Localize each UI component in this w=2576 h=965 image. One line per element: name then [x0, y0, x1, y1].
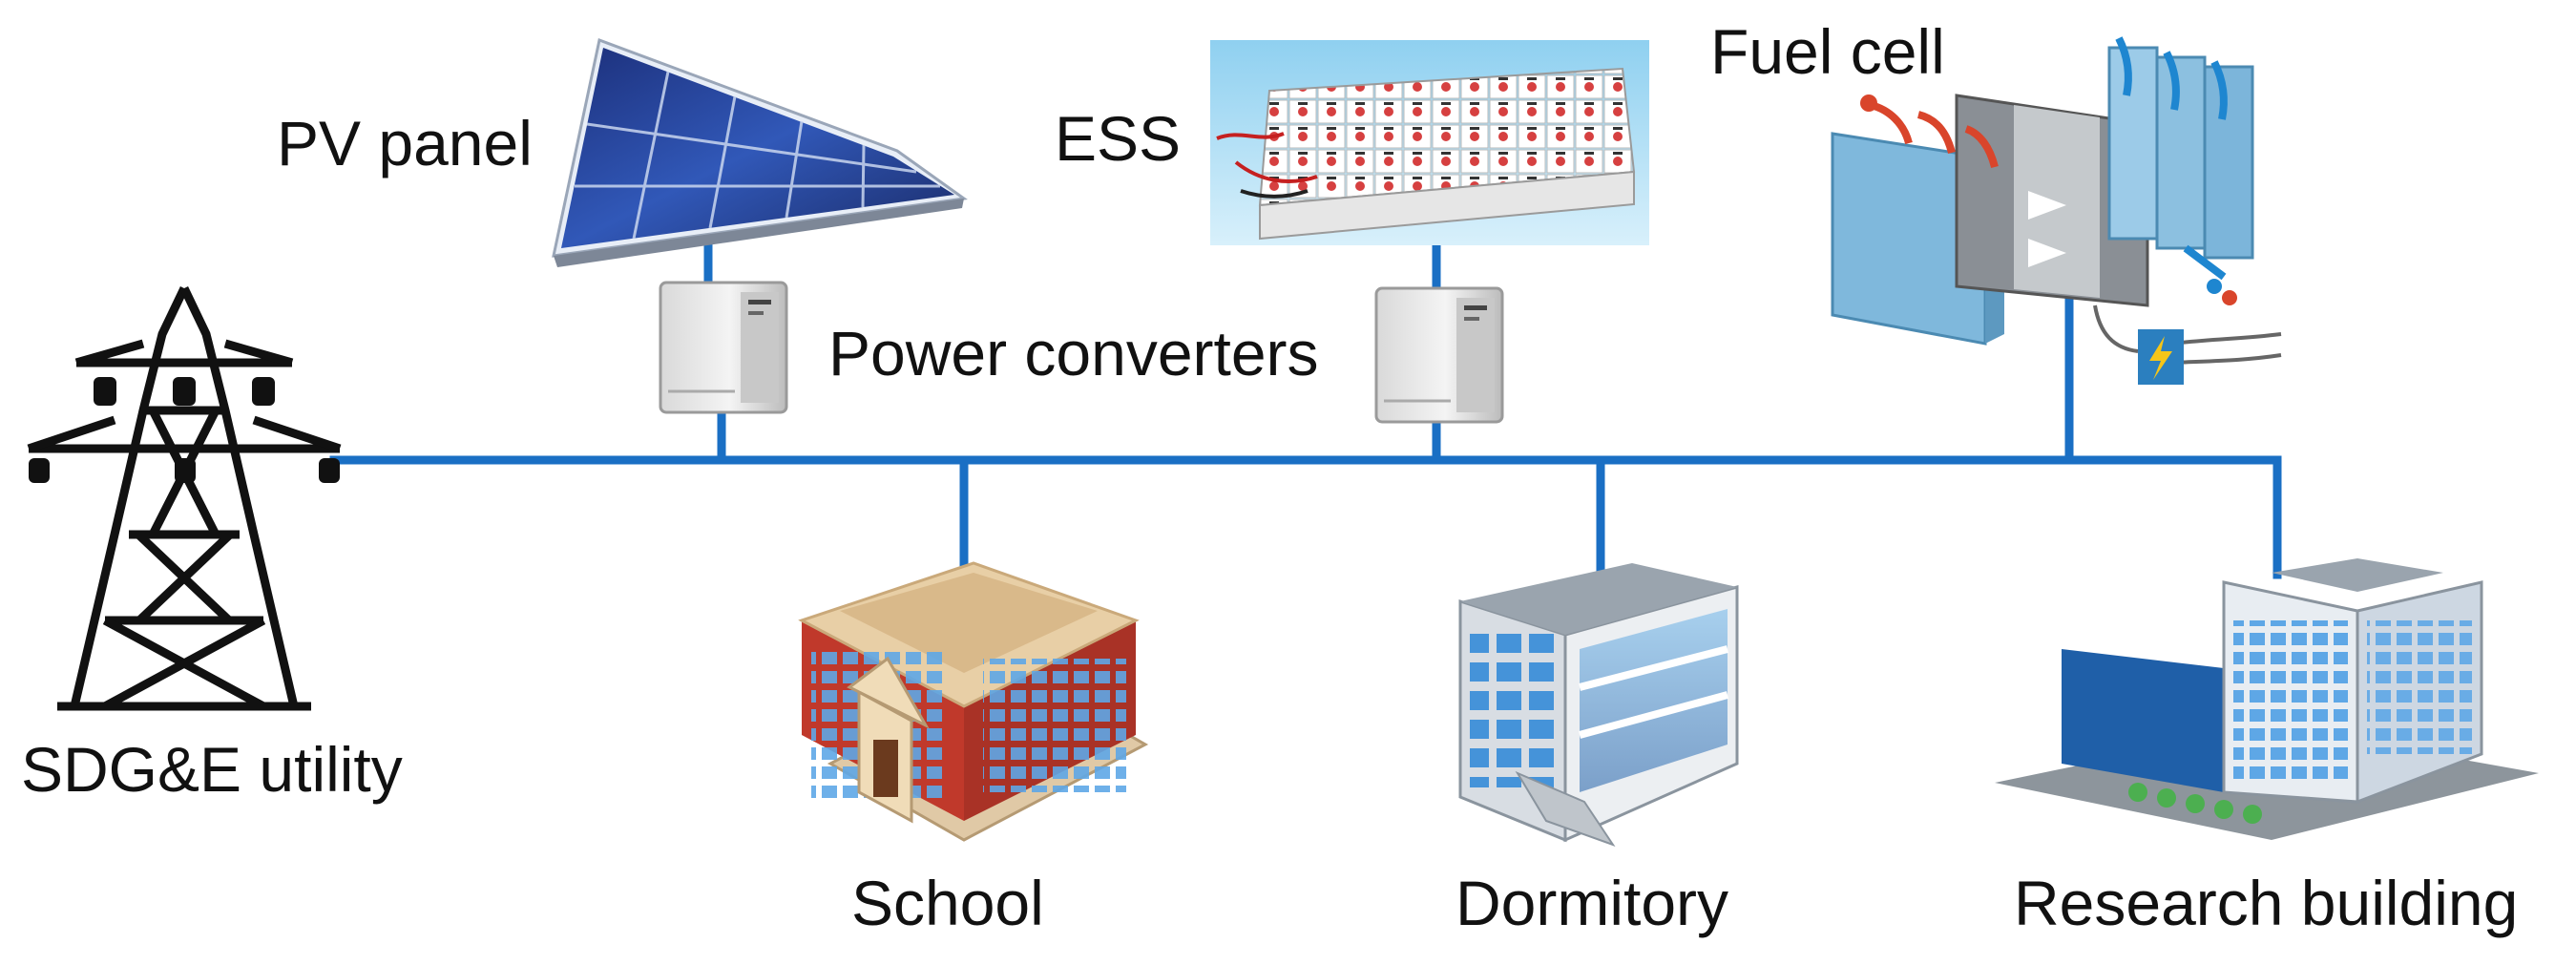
dormitory-building-icon [1458, 563, 1739, 847]
research-building-icon [1995, 558, 2539, 840]
utility-label: SDG&E utility [21, 734, 403, 805]
dormitory-label: Dormitory [1456, 868, 1728, 938]
solar-panel-icon [552, 37, 968, 267]
school-building-icon [798, 561, 1149, 842]
fuel-cell-icon [1831, 36, 2282, 385]
research-building-label: Research building [2014, 868, 2518, 938]
tower-insulators [29, 377, 340, 483]
pv-panel-label: PV panel [277, 108, 533, 178]
school-label: School [851, 868, 1044, 938]
bus-lines [329, 232, 2282, 585]
battery-pack-icon [1210, 40, 1649, 245]
power-converter-icon [659, 281, 788, 414]
power-converters-label: Power converters [828, 318, 1319, 388]
fuel-cell-label: Fuel cell [1710, 16, 1945, 87]
ess-label: ESS [1055, 103, 1181, 174]
transmission-tower-icon [27, 286, 342, 711]
power-converter-icon [1374, 286, 1504, 424]
